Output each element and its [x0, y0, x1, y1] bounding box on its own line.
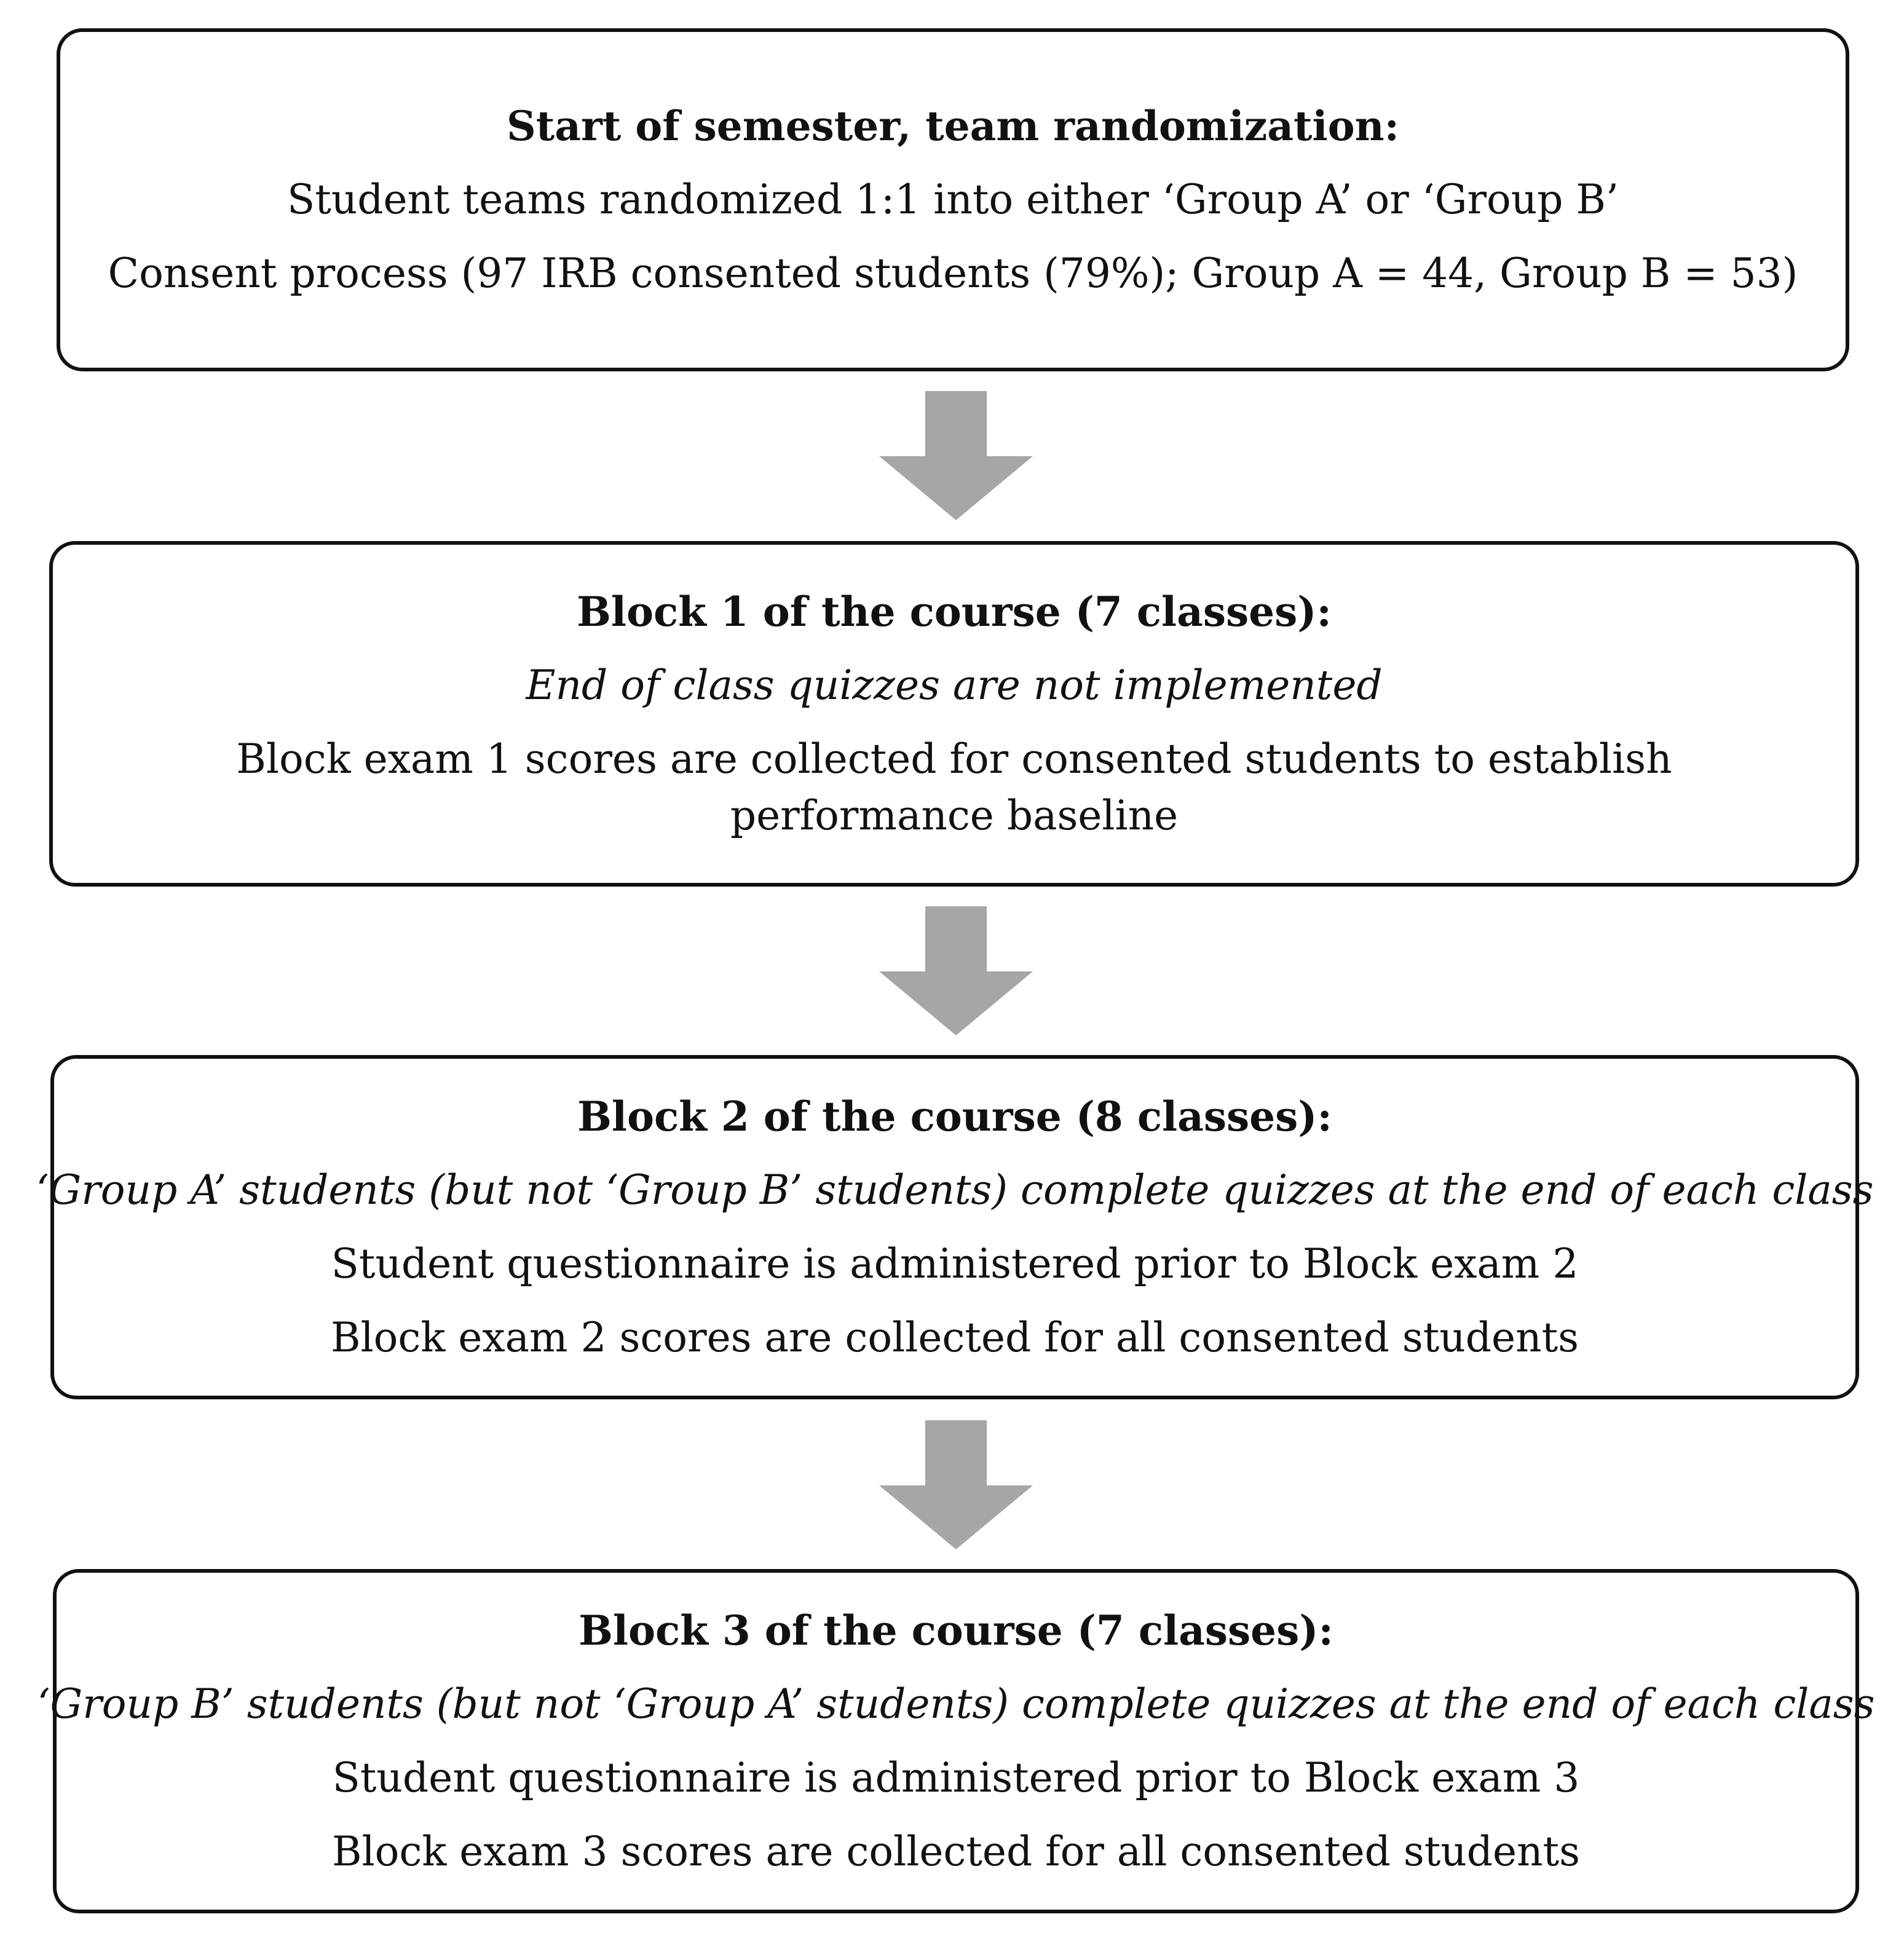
down-arrow-icon	[879, 906, 1033, 1035]
step-title: Block 2 of the course (8 classes):	[577, 1093, 1332, 1140]
step-box-block-1: Block 1 of the course (7 classes): End o…	[49, 541, 1859, 887]
step-box-block-2: Block 2 of the course (8 classes): ‘Grou…	[36, 1055, 1873, 1399]
step-line: End of class quizzes are not implemented	[526, 662, 1383, 709]
step-line: Student questionnaire is administered pr…	[331, 1240, 1579, 1287]
step-line: Block exam 3 scores are collected for al…	[332, 1828, 1580, 1875]
step-line: Block exam 1 scores are collected for co…	[236, 735, 1672, 839]
step-line: Consent process (97 IRB consented studen…	[108, 250, 1798, 297]
step-line: Student teams randomized 1:1 into either…	[286, 176, 1619, 223]
down-arrow-icon	[879, 1420, 1033, 1549]
step-title: Block 1 of the course (7 classes):	[577, 588, 1332, 636]
step-line: ‘Group B’ students (but not ‘Group A’ st…	[37, 1680, 1875, 1728]
step-line: ‘Group A’ students (but not ‘Group B’ st…	[36, 1166, 1874, 1214]
step-box-start-of-semester: Start of semester, team randomization: S…	[57, 28, 1849, 371]
down-arrow-icon	[879, 391, 1033, 520]
step-line: Student questionnaire is administered pr…	[332, 1754, 1580, 1801]
step-line: Block exam 2 scores are collected for al…	[331, 1314, 1579, 1361]
step-title: Start of semester, team randomization:	[507, 102, 1399, 150]
step-box-block-3: Block 3 of the course (7 classes): ‘Grou…	[38, 1569, 1874, 1913]
step-title: Block 3 of the course (7 classes):	[579, 1607, 1333, 1654]
